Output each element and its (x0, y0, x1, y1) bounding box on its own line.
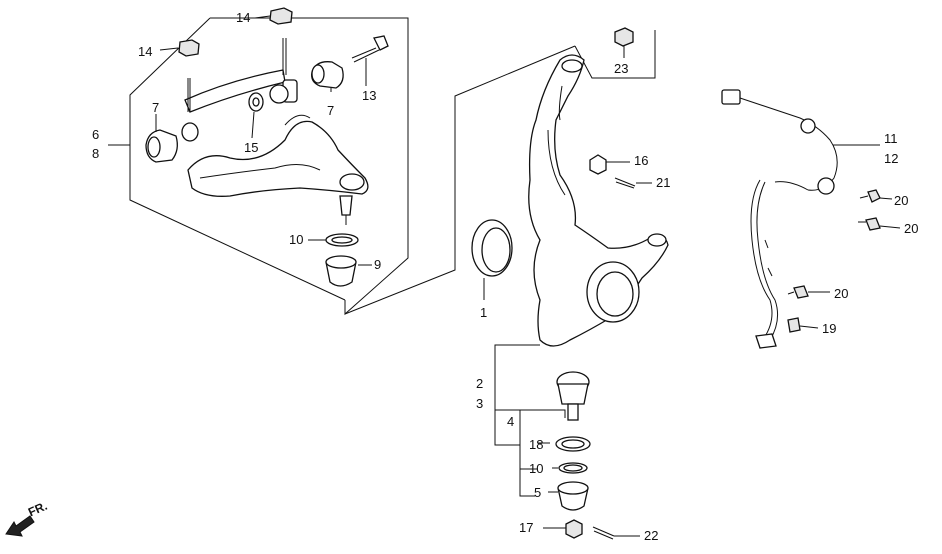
callout-2: 2 (476, 376, 484, 391)
front-direction-arrow (5, 515, 35, 537)
callout-17: 17 (519, 520, 534, 535)
bolt-19 (787, 317, 801, 333)
callout-19: 19 (822, 321, 837, 336)
bushing-15 (248, 92, 264, 112)
castle-nut-16 (589, 154, 607, 175)
nut-17 (565, 519, 583, 539)
callout-14: 14 (236, 10, 251, 25)
leader-lines (155, 15, 901, 537)
dust-seal-1 (471, 219, 513, 300)
bolt-20-b (858, 217, 881, 231)
callout-1: 1 (480, 305, 488, 320)
callout-20: 20 (894, 193, 909, 208)
callout-9: 9 (374, 257, 382, 272)
bolt-20-a (859, 189, 881, 203)
callout-14: 14 (138, 44, 153, 59)
callout-4: 4 (507, 414, 515, 429)
callout-20: 20 (834, 286, 849, 301)
nut-23 (614, 27, 634, 47)
callout-6: 6 (92, 127, 100, 142)
nut-14-top (269, 7, 293, 25)
abs-sensor-harness (721, 89, 838, 349)
bushing-7-left (145, 122, 199, 163)
callout-16: 16 (634, 153, 649, 168)
callout-22: 22 (644, 528, 659, 543)
callout-7: 7 (327, 103, 335, 118)
cotter-pin-21 (614, 177, 636, 189)
callout-10: 10 (289, 232, 304, 247)
callout-21: 21 (656, 175, 671, 190)
callout-5: 5 (534, 485, 542, 500)
clip-10-lower (558, 462, 588, 474)
callout-15: 15 (244, 140, 259, 155)
callout-13: 13 (362, 88, 377, 103)
ball-joint-bracket (494, 344, 566, 497)
ball-joint-4 (556, 371, 590, 421)
pin-22 (592, 526, 615, 540)
snap-ring-18 (555, 436, 591, 452)
callout-20: 20 (904, 221, 919, 236)
upper-arm-frame (108, 17, 409, 316)
callout-7: 7 (152, 100, 160, 115)
bushing-7-right (311, 61, 344, 89)
callout-3: 3 (476, 396, 484, 411)
callout-8: 8 (92, 146, 100, 161)
upper-control-arm (187, 114, 369, 225)
clip-10-upper (325, 233, 359, 247)
callout-11: 11 (884, 131, 898, 146)
boot-5 (557, 481, 589, 511)
steering-knuckle (528, 54, 669, 347)
callout-10: 10 (529, 461, 544, 476)
callout-12: 12 (884, 151, 899, 166)
bolt-13 (351, 35, 389, 63)
callout-18: 18 (529, 437, 544, 452)
bolt-20-c (787, 285, 809, 299)
boot-9 (325, 255, 357, 287)
nut-14-left (178, 39, 200, 57)
link-rod (184, 38, 298, 113)
callout-23: 23 (614, 61, 629, 76)
